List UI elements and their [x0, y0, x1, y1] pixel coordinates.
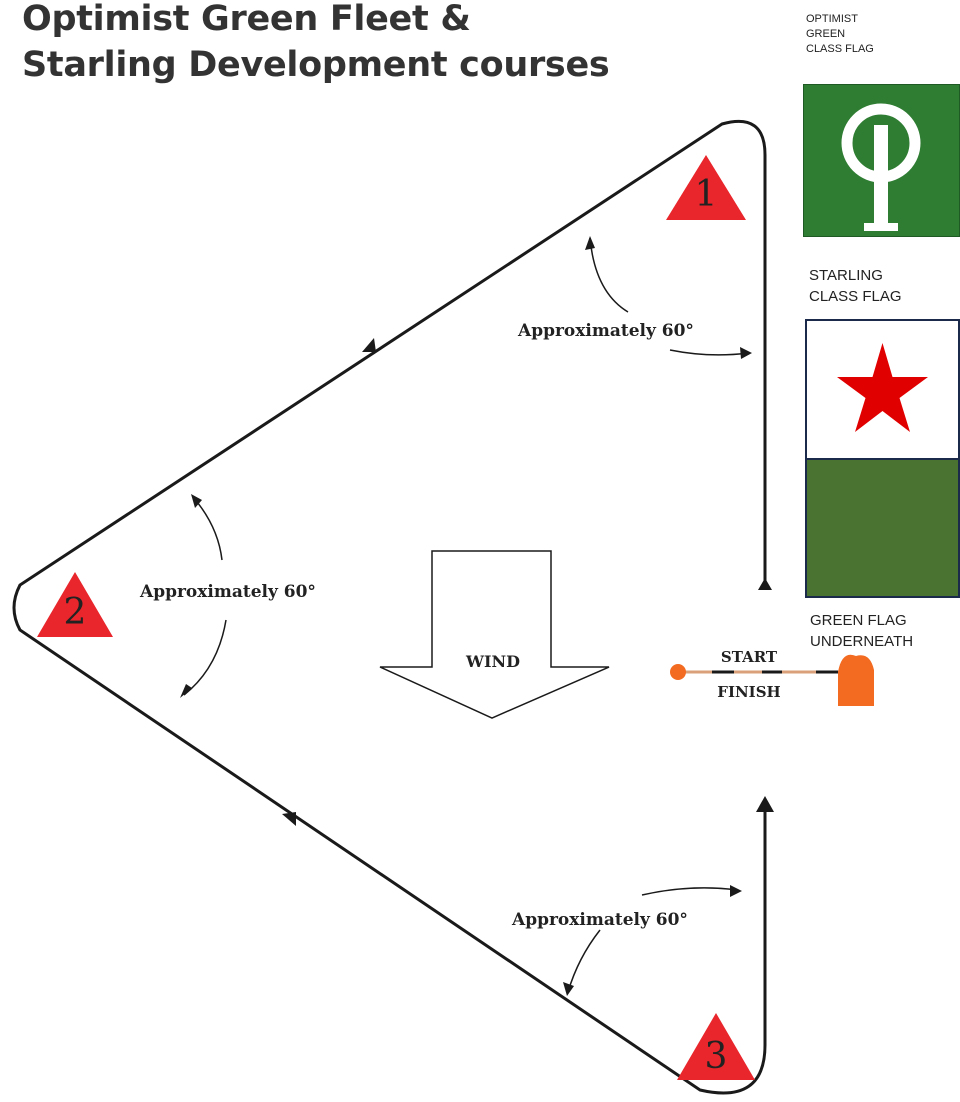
- green-flag-line-2: UNDERNEATH: [810, 633, 914, 650]
- angle-label-3: Approximately 60°: [511, 910, 688, 930]
- green-flag-note: GREEN FLAG UNDERNEATH: [810, 610, 913, 652]
- title-line-1: Optimist Green Fleet &: [22, 0, 471, 39]
- angle-indicator-1: Approximately 60°: [517, 236, 752, 359]
- starling-class-flag: [805, 319, 960, 598]
- starling-label-line-1: STARLING: [809, 267, 883, 284]
- optimist-label-line-1: OPTIMIST: [806, 13, 858, 25]
- angle-indicator-3: Approximately 60°: [511, 885, 742, 996]
- mark-1-number: 1: [695, 174, 718, 215]
- start-finish-line: START FINISH: [670, 648, 874, 706]
- mark-2: 2: [37, 572, 113, 637]
- mark-1: 1: [666, 155, 746, 220]
- page-title: Optimist Green Fleet & Starling Developm…: [22, 0, 742, 88]
- angle-indicator-2: Approximately 60°: [139, 494, 316, 698]
- mark-3-number: 3: [705, 1036, 728, 1077]
- course-end-tick: [758, 578, 772, 590]
- green-flag-line-1: GREEN FLAG: [810, 612, 907, 629]
- pin-end-buoy: [670, 664, 686, 680]
- optimist-green-class-flag: [803, 84, 960, 237]
- optimist-label-line-2: GREEN: [806, 28, 846, 40]
- optimist-label-line-3: CLASS FLAG: [806, 43, 874, 55]
- direction-arrow-leg-1-2: [362, 338, 376, 352]
- direction-arrow-leg-2-3: [282, 812, 296, 826]
- optimist-emblem-icon: [841, 103, 921, 231]
- optimist-flag-label: OPTIMIST GREEN CLASS FLAG: [806, 12, 874, 57]
- title-line-2: Starling Development courses: [22, 45, 610, 85]
- finish-arrowhead: [756, 796, 774, 812]
- course-outline: [12, 119, 767, 1095]
- angle-label-1: Approximately 60°: [517, 321, 694, 341]
- wind-label: WIND: [465, 652, 520, 671]
- committee-boat: [838, 654, 874, 706]
- finish-label: FINISH: [717, 683, 780, 701]
- starling-flag-green-half: [807, 458, 958, 596]
- start-label: START: [721, 648, 778, 666]
- starling-flag-label: STARLING CLASS FLAG: [809, 265, 902, 307]
- starling-label-line-2: CLASS FLAG: [809, 288, 902, 305]
- mark-2-number: 2: [64, 592, 87, 633]
- wind-arrow: WIND: [379, 550, 610, 719]
- mark-3: 3: [677, 1013, 755, 1080]
- star-icon: [837, 343, 928, 432]
- angle-label-2: Approximately 60°: [139, 582, 316, 602]
